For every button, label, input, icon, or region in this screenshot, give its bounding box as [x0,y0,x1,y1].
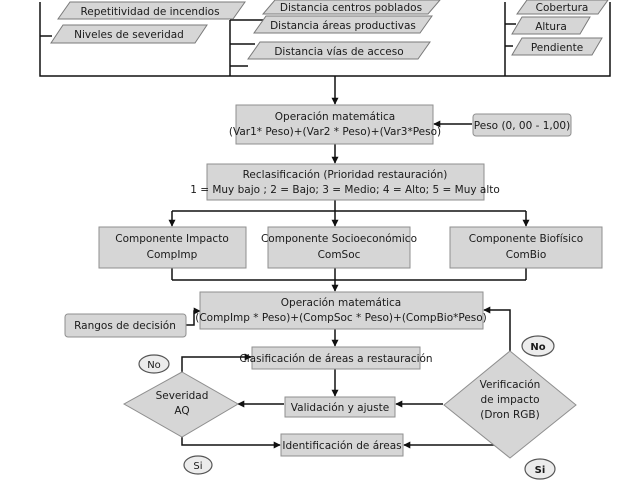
svg-text:(Var1* Peso)+(Var2 * Peso)+(Va: (Var1* Peso)+(Var2 * Peso)+(Var3*Peso) [229,126,441,138]
svg-text:Clasificación de áreas a resta: Clasificación de áreas a restauración [239,353,432,365]
component-impact-box: Componente Impacto CompImp [98,226,247,269]
input-layer-vias-acceso: Distancia vías de acceso [247,41,431,60]
svg-text:Niveles de severidad: Niveles de severidad [74,29,184,41]
svg-text:Pendiente: Pendiente [531,42,583,54]
svg-text:1 = Muy bajo ; 2 = Bajo; 3 =: 1 = Muy bajo ; 2 = Bajo; 3 = Medio; 4 = … [190,184,500,196]
svg-text:Componente Biofísico: Componente Biofísico [469,233,584,245]
svg-text:No: No [147,360,161,371]
input-layer-altura: Altura [511,16,591,35]
no-label-left: No [138,354,170,374]
component-biophysical-box: Componente Biofísico ComBio [449,226,603,269]
impact-check-diamond: Verificación de impacto (Dron RGB) [443,350,577,459]
svg-text:Distancia áreas productivas: Distancia áreas productivas [270,20,416,32]
svg-text:Severidad: Severidad [156,390,209,402]
severity-decision-diamond: Severidad AQ [122,371,239,438]
validation-box: Validación y ajuste [284,396,396,418]
component-socioeconomic-box: Componente Socioeconómico ComSoc [261,226,417,269]
svg-text:Si: Si [535,465,546,476]
svg-text:Validación y ajuste: Validación y ajuste [291,402,389,414]
reclassification-box: Reclasificación (Prioridad restauración)… [190,163,500,201]
classification-box: Clasificación de áreas a restauración [239,346,433,370]
input-layer-repetitividad: Repetitividad de incendios [57,1,246,20]
weight-box: Peso (0, 00 - 1,00) [472,113,572,137]
svg-text:Si: Si [193,461,202,472]
svg-text:Cobertura: Cobertura [536,2,589,14]
svg-text:(Dron RGB): (Dron RGB) [480,409,539,421]
math-operation-1-box: Operación matemática (Var1* Peso)+(Var2 … [229,104,441,145]
svg-text:ComSoc: ComSoc [318,249,361,261]
svg-text:ComBio: ComBio [506,249,547,261]
math-operation-2-box: Operación matemática (CompImp * Peso)+(C… [195,291,487,330]
svg-text:No: No [530,342,545,353]
svg-text:Componente Impacto: Componente Impacto [115,233,229,245]
svg-text:AQ: AQ [174,405,189,417]
identification-box: Identificación de áreas [280,433,404,457]
svg-text:Reclasificación (Prioridad res: Reclasificación (Prioridad restauración) [243,169,448,181]
svg-text:Verificación: Verificación [480,379,541,391]
svg-text:Distancia vías de acceso: Distancia vías de acceso [274,46,403,58]
yes-label-left: Si [183,455,213,475]
input-layer-areas-productivas: Distancia áreas productivas [253,15,433,34]
svg-text:Identificación de áreas: Identificación de áreas [282,440,401,452]
svg-text:(CompImp * Peso)+(CompSoc * Pe: (CompImp * Peso)+(CompSoc * Peso)+(CompB… [195,312,487,324]
input-layer-centros-poblados: Distancia centros poblados [261,0,441,15]
svg-text:Peso (0, 00 - 1,00): Peso (0, 00 - 1,00) [474,120,570,132]
svg-text:Distancia centros poblados: Distancia centros poblados [280,2,422,14]
input-layer-severidad: Niveles de severidad [50,24,208,44]
yes-label-right: Si [524,458,556,480]
svg-text:Operación matemática: Operación matemática [281,297,401,309]
input-layer-pendiente: Pendiente [511,37,603,56]
svg-text:Operación matemática: Operación matemática [275,111,395,123]
svg-text:de impacto: de impacto [480,394,539,406]
input-layer-cobertura: Cobertura [516,0,609,15]
svg-text:Componente Socioeconómico: Componente Socioeconómico [261,233,417,245]
svg-text:Rangos de decisión: Rangos de decisión [74,320,176,332]
svg-text:Repetitividad de incendios: Repetitividad de incendios [80,6,219,18]
svg-text:CompImp: CompImp [147,249,198,261]
decision-ranges-box: Rangos de decisión [64,313,187,338]
no-label-right: No [521,335,555,357]
svg-text:Altura: Altura [535,21,567,33]
